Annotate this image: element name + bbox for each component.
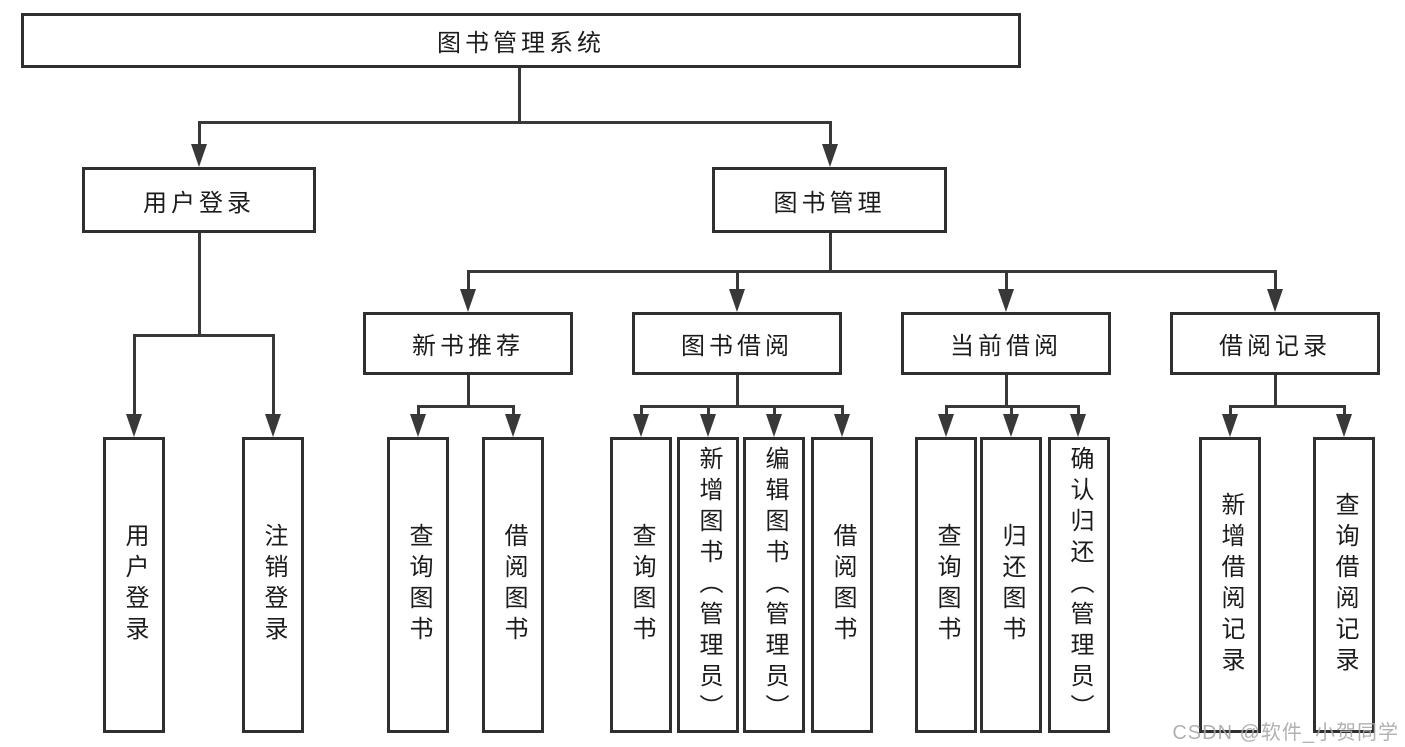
arrowhead-leaf-query-borrow-record <box>1336 414 1352 437</box>
connector-new-book-bracket <box>417 405 515 408</box>
node-library-management-system: 图书管理系统 <box>21 13 1021 68</box>
connector-leaf-add-books-stem <box>707 405 710 418</box>
arrowhead-book-management <box>822 144 838 167</box>
arrowhead-user-login <box>191 144 207 167</box>
connector-book-management-down <box>829 233 832 272</box>
node-label: 当前借阅 <box>950 333 1062 360</box>
leaf-label: 归还图书 <box>998 523 1025 647</box>
leaf-label: 借阅图书 <box>500 523 527 647</box>
connector-book-borrow-bracket <box>640 405 843 408</box>
leaf-label: 确认归还（管理员） <box>1066 445 1093 725</box>
leaf-add-borrow-record: 新增借阅记录 <box>1199 437 1261 733</box>
leaf-label: 注销登录 <box>260 523 287 647</box>
node-label: 图书管理系统 <box>437 30 605 57</box>
connector-leaf-borrow2-stem <box>841 405 844 418</box>
node-book-borrow: 图书借阅 <box>632 312 842 375</box>
leaf-query-books-current: 查询图书 <box>915 437 977 733</box>
node-borrow-records: 借阅记录 <box>1170 312 1380 375</box>
leaf-user-login: 用户登录 <box>103 437 165 733</box>
connector-borrow-records-stem <box>1274 270 1277 292</box>
leaf-label: 查询图书 <box>405 523 432 647</box>
connector-leaf-return-books-stem <box>1010 405 1013 418</box>
connector-leaf-query1-stem <box>417 405 420 418</box>
connector-user-login-bracket <box>133 334 275 337</box>
node-current-borrow: 当前借阅 <box>901 312 1111 375</box>
leaf-label: 查询借阅记录 <box>1331 492 1358 678</box>
leaf-query-books-borrow: 查询图书 <box>610 437 672 733</box>
node-book-management: 图书管理 <box>712 167 947 233</box>
connector-leaf-logout-stem <box>272 334 275 418</box>
connector-leaf-edit-books-stem <box>773 405 776 418</box>
connector-leaf-query3-stem <box>945 405 948 418</box>
leaf-query-borrow-record: 查询借阅记录 <box>1313 437 1375 733</box>
arrowhead-leaf-borrow-books-borrow <box>834 414 850 437</box>
connector-leaf-add-record-stem <box>1229 405 1232 418</box>
arrowhead-leaf-user-login <box>126 414 142 437</box>
arrowhead-leaf-add-borrow-record <box>1222 414 1238 437</box>
connector-level2-bracket <box>198 121 832 124</box>
arrowhead-leaf-edit-books <box>766 414 782 437</box>
csdn-watermark: CSDN @软件_小贺同学 <box>1172 722 1399 744</box>
leaf-label: 用户登录 <box>121 523 148 647</box>
leaf-query-books-recommend: 查询图书 <box>387 437 449 733</box>
node-user-login: 用户登录 <box>82 167 316 233</box>
leaf-edit-books-admin: 编辑图书（管理员） <box>743 437 805 733</box>
connector-current-borrow-stem <box>1005 270 1008 292</box>
leaf-logout: 注销登录 <box>242 437 304 733</box>
connector-book-management-stem <box>829 121 832 150</box>
node-label: 新书推荐 <box>412 333 524 360</box>
connector-leaf-user-login-stem <box>133 334 136 418</box>
leaf-confirm-return-admin: 确认归还（管理员） <box>1048 437 1110 733</box>
connector-leaf-confirm-return-stem <box>1077 405 1080 418</box>
leaf-label: 编辑图书（管理员） <box>761 445 788 725</box>
connector-leaf-borrow1-stem <box>512 405 515 418</box>
arrowhead-leaf-add-books <box>700 414 716 437</box>
arrowhead-leaf-return-books <box>1003 414 1019 437</box>
connector-book-borrow-stem <box>736 270 739 292</box>
leaf-return-books: 归还图书 <box>980 437 1042 733</box>
arrowhead-leaf-borrow-books-recommend <box>505 414 521 437</box>
arrowhead-leaf-query-books-recommend <box>410 414 426 437</box>
connector-user-login-down <box>198 233 201 336</box>
leaf-borrow-books-recommend: 借阅图书 <box>482 437 544 733</box>
connector-current-borrow-down <box>1005 375 1008 407</box>
arrowhead-leaf-query-books-borrow <box>633 414 649 437</box>
arrowhead-leaf-logout <box>265 414 281 437</box>
arrowhead-current-borrow <box>998 289 1014 312</box>
connector-user-login-stem <box>198 121 201 150</box>
connector-leaf-query2-stem <box>640 405 643 418</box>
connector-borrow-records-bracket <box>1229 405 1345 408</box>
leaf-label: 新增借阅记录 <box>1217 492 1244 678</box>
node-label: 图书管理 <box>773 189 886 217</box>
leaf-add-books-admin: 新增图书（管理员） <box>677 437 739 733</box>
arrowhead-leaf-query-books-current <box>938 414 954 437</box>
connector-borrow-records-down <box>1274 375 1277 407</box>
node-label: 图书借阅 <box>681 333 793 360</box>
connector-root-stem <box>518 68 521 123</box>
arrowhead-new-book-recommend <box>460 289 476 312</box>
connector-level3-bracket <box>467 270 1277 273</box>
leaf-label: 借阅图书 <box>829 523 856 647</box>
node-label: 用户登录 <box>143 189 255 217</box>
leaf-label: 查询图书 <box>933 523 960 647</box>
arrowhead-borrow-records <box>1267 289 1283 312</box>
leaf-borrow-books-borrow: 借阅图书 <box>811 437 873 733</box>
arrowhead-leaf-confirm-return <box>1070 414 1086 437</box>
arrowhead-book-borrow <box>729 289 745 312</box>
connector-new-book-stem <box>467 270 470 292</box>
node-label: 借阅记录 <box>1219 333 1331 360</box>
node-new-book-recommend: 新书推荐 <box>363 312 573 375</box>
connector-book-borrow-down <box>736 375 739 407</box>
connector-new-book-down <box>467 375 470 407</box>
leaf-label: 新增图书（管理员） <box>695 445 722 725</box>
connector-leaf-query-record-stem <box>1343 405 1346 418</box>
leaf-label: 查询图书 <box>628 523 655 647</box>
